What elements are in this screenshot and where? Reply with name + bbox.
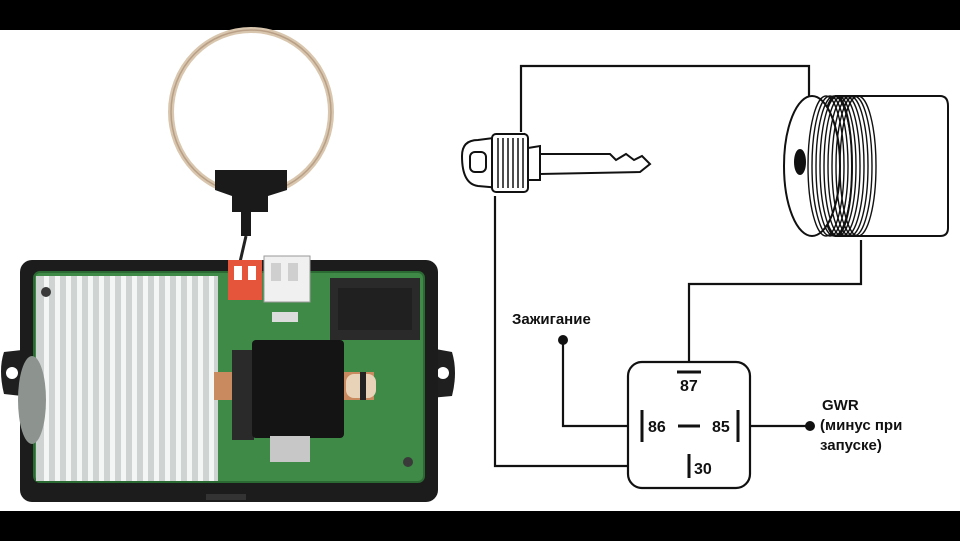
wire-ignition-to-pin86: [561, 340, 642, 428]
immobilizer-module: [1, 27, 455, 502]
wire-key-to-pin30: [493, 196, 689, 468]
coil-winding: [132, 276, 137, 481]
coil-winding: [176, 276, 181, 481]
lock-ridge: [811, 95, 849, 237]
relay: 87 86 85 30: [626, 360, 752, 490]
lock-ridge: [823, 95, 861, 237]
gwr-terminal: [805, 421, 815, 431]
coil-winding: [187, 276, 192, 481]
key-blade: [539, 152, 652, 176]
key-icon: [460, 132, 652, 193]
wiring-diagram: 87 86 85 30 Зажигание GWR (минус при зап…: [460, 64, 949, 490]
top-letterbox: [0, 0, 960, 30]
key-head-hole: [469, 151, 487, 173]
coil-winding: [165, 276, 170, 481]
transponder-coil: [252, 340, 344, 438]
coil-winding: [143, 276, 148, 481]
ignition-label: Зажигание: [512, 311, 591, 328]
coil-windings: [44, 276, 214, 481]
lock-ridge: [835, 95, 873, 237]
resistor: [272, 312, 298, 322]
mount-hole-right: [437, 367, 449, 379]
gwr-note-line1: (минус при: [820, 417, 902, 434]
mount-hole-left: [6, 367, 18, 379]
pin30-label: 30: [694, 461, 712, 478]
case-seam: [206, 494, 246, 500]
pin87-label: 87: [680, 378, 698, 395]
pin86-label: 86: [648, 419, 666, 436]
pin85-label: 85: [712, 419, 730, 436]
lock-ridge: [819, 95, 857, 237]
connector-red-pin-1: [234, 266, 242, 280]
board-relay-top: [338, 288, 412, 330]
coil-winding: [110, 276, 115, 481]
bottom-letterbox: [0, 511, 960, 541]
antenna-lead: [241, 212, 251, 236]
coil-winding: [66, 276, 71, 481]
lock-ridge: [807, 95, 845, 237]
coil-winding: [198, 276, 203, 481]
antenna-clip: [215, 170, 287, 212]
connector-white: [263, 255, 311, 303]
lock-body: [835, 95, 949, 237]
coil-winding: [44, 276, 49, 481]
diode-band: [360, 372, 366, 400]
ferrite-clamp: [232, 350, 254, 440]
connector-white-pin-2: [288, 263, 298, 281]
crystal: [270, 436, 310, 462]
connector-white-pin-1: [271, 263, 281, 281]
coil-winding: [99, 276, 104, 481]
coil-winding: [209, 276, 214, 481]
coil-winding: [121, 276, 126, 481]
gwr-note-line2: запуске): [820, 437, 882, 454]
coil-end: [18, 356, 46, 444]
key-neck: [527, 144, 541, 181]
wires: [493, 64, 863, 468]
lock-ridge: [815, 95, 853, 237]
key-ridges: [497, 138, 524, 188]
coil-winding: [77, 276, 82, 481]
board-hole-2: [403, 457, 413, 467]
lock-ridge: [831, 95, 869, 237]
wire-key-to-lock: [519, 64, 811, 132]
board-hole-1: [41, 287, 51, 297]
antenna-wire: [238, 235, 248, 263]
lock-ridges: [807, 95, 877, 237]
connector-red-pin-2: [248, 266, 256, 280]
lock-ridge: [827, 95, 865, 237]
lock-keyhole: [794, 149, 806, 175]
lock-ridge: [839, 95, 877, 237]
connector-red: [228, 260, 262, 300]
coil-winding: [88, 276, 93, 481]
ignition-terminal: [558, 335, 568, 345]
coil-winding: [55, 276, 60, 481]
wire-lock-to-pin87: [687, 240, 863, 372]
coil-winding: [154, 276, 159, 481]
gwr-label: GWR: [822, 397, 859, 414]
